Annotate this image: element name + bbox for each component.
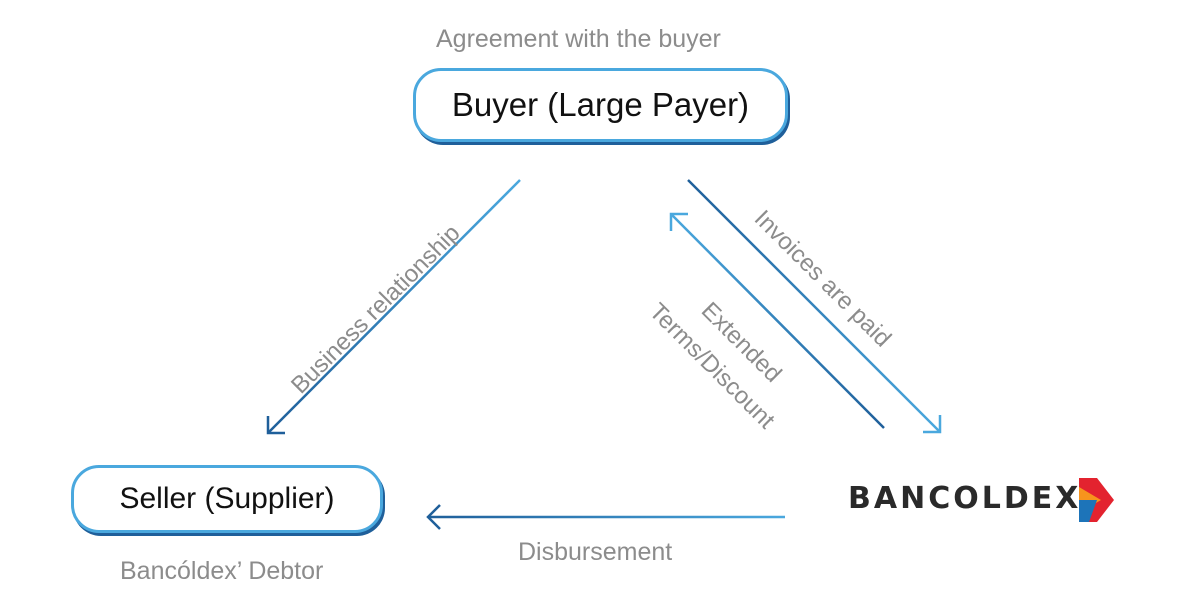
debtor-caption: Bancóldex’ Debtor [120, 557, 324, 585]
bancoldex-logo: BANCOLDEX [848, 481, 1082, 516]
seller-label: Seller (Supplier) [119, 482, 335, 515]
invoices-arrow [687, 179, 942, 434]
buyer-label: Buyer (Large Payer) [451, 86, 750, 123]
seller-node: Seller (Supplier) [71, 465, 383, 533]
extended-terms-arrow [669, 212, 885, 429]
buyer-node: Buyer (Large Payer) [413, 68, 788, 142]
business-arrow [266, 179, 521, 435]
bancoldex-logo-icon [1079, 478, 1114, 522]
disbursement-arrow [426, 504, 785, 530]
agreement-caption: Agreement with the buyer [436, 25, 721, 53]
disbursement-label: Disbursement [518, 538, 673, 566]
